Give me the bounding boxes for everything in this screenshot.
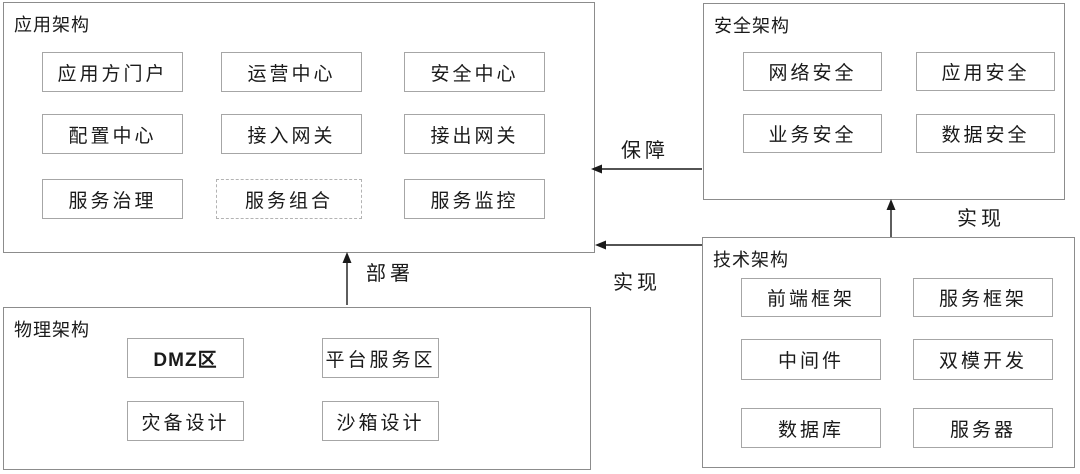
box-service-composition: 服务组合 — [216, 179, 362, 219]
box-operations-center: 运营中心 — [221, 52, 362, 92]
box-application-security: 应用安全 — [916, 52, 1055, 91]
panel-title-technical: 技术架构 — [713, 250, 789, 270]
box-app-portal: 应用方门户 — [42, 52, 183, 92]
panel-title-application: 应用架构 — [14, 15, 90, 35]
box-config-center: 配置中心 — [42, 114, 183, 154]
box-platform-service-zone: 平台服务区 — [322, 338, 439, 378]
arrow-label-deploy: 部署 — [366, 263, 414, 285]
panel-title-physical: 物理架构 — [14, 320, 90, 340]
box-service-framework: 服务框架 — [913, 278, 1053, 317]
box-frontend-framework: 前端框架 — [741, 278, 881, 317]
box-inbound-gateway: 接入网关 — [221, 114, 362, 154]
box-service-monitoring: 服务监控 — [404, 179, 545, 219]
box-sandbox-design: 沙箱设计 — [322, 401, 439, 441]
panel-title-security: 安全架构 — [714, 16, 790, 36]
panel-application-architecture: 应用架构 应用方门户 运营中心 安全中心 配置中心 接入网关 接出网关 服务治理… — [3, 2, 595, 253]
box-data-security: 数据安全 — [916, 114, 1055, 153]
box-server: 服务器 — [913, 408, 1053, 448]
box-security-center: 安全中心 — [404, 52, 545, 92]
box-business-security: 业务安全 — [743, 114, 882, 153]
panel-technical-architecture: 技术架构 前端框架 服务框架 中间件 双模开发 数据库 服务器 — [702, 237, 1075, 468]
panel-security-architecture: 安全架构 网络安全 应用安全 业务安全 数据安全 — [703, 3, 1065, 200]
arrow-tech-to-security — [886, 199, 896, 237]
box-middleware: 中间件 — [741, 339, 881, 380]
arrow-security-to-app — [591, 164, 702, 174]
box-dual-mode-development: 双模开发 — [913, 339, 1053, 380]
arrow-label-safeguard: 保障 — [621, 140, 669, 162]
box-network-security: 网络安全 — [743, 52, 882, 91]
box-service-governance: 服务治理 — [42, 179, 183, 219]
box-database: 数据库 — [741, 408, 881, 448]
arrow-physical-to-app — [342, 252, 352, 305]
box-dmz-zone: DMZ区 — [127, 338, 244, 378]
arrow-label-implement-security: 实现 — [957, 208, 1005, 230]
arrow-tech-to-app — [595, 240, 702, 250]
box-outbound-gateway: 接出网关 — [404, 114, 545, 154]
box-disaster-recovery-design: 灾备设计 — [127, 401, 244, 441]
panel-physical-architecture: 物理架构 DMZ区 平台服务区 灾备设计 沙箱设计 — [3, 307, 591, 470]
arrow-label-implement-app: 实现 — [613, 272, 661, 294]
